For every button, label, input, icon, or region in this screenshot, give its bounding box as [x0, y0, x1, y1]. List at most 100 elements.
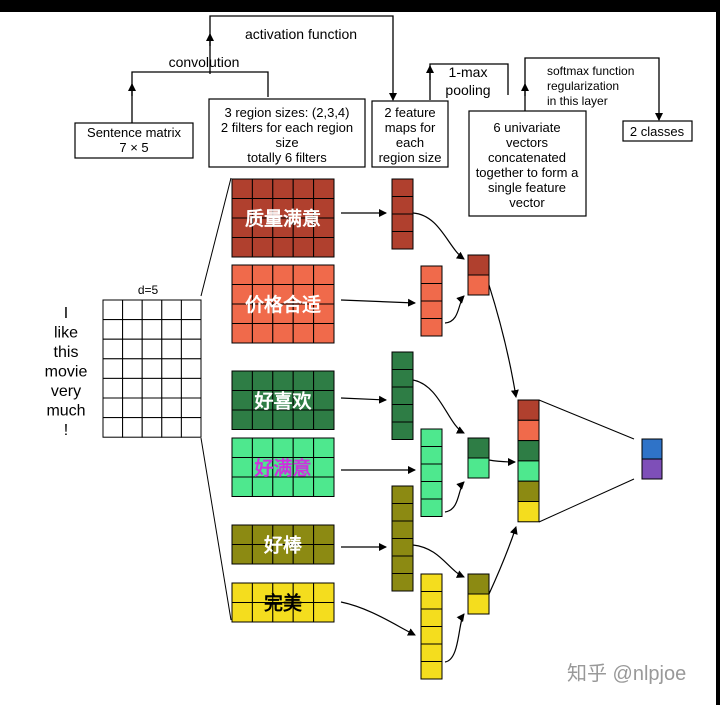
output-cell — [641, 458, 663, 480]
connector-arrow — [488, 284, 519, 398]
filter-fan-lines — [200, 177, 232, 621]
concat-cell — [517, 399, 540, 421]
filter-cell — [313, 437, 335, 458]
annotation-brackets — [128, 15, 663, 123]
pooled-cell — [467, 274, 490, 296]
filter-cell — [292, 237, 315, 258]
sentence-cell — [122, 417, 143, 438]
filter-label: 好满意 — [253, 456, 311, 479]
sentence-cell — [102, 397, 124, 419]
filter-cell — [231, 476, 253, 497]
right-border — [716, 0, 720, 705]
filter-cell — [292, 476, 315, 497]
feature-maps — [391, 178, 443, 680]
connector-arrow — [488, 526, 518, 595]
sentence-cell — [161, 358, 182, 379]
sentence-cell — [180, 397, 202, 419]
sentence-matrix-box — [74, 122, 194, 159]
filter-cell — [231, 582, 253, 603]
dim-label: d=5 — [138, 283, 159, 297]
sentence-cell — [161, 319, 182, 340]
concat-cell — [517, 440, 540, 462]
feature-map-cell — [391, 520, 414, 539]
feature-map-cell — [391, 503, 414, 522]
feature-map-cell — [391, 404, 414, 423]
region-sizes-box-text: 3 region sizes: (2,3,4)2 filters for eac… — [221, 105, 353, 165]
pooled-cell — [467, 254, 490, 276]
feature-map-cell — [391, 178, 414, 197]
feature-map-cell — [420, 446, 443, 465]
filter-cell — [272, 264, 294, 285]
filter-cell — [231, 264, 253, 285]
filter-cell — [272, 237, 294, 258]
sentence-cell — [180, 299, 202, 321]
feature-map-1 — [391, 178, 414, 250]
sentence-cell — [161, 397, 182, 419]
sentence-cell — [102, 377, 124, 399]
filter-6: 完美 — [231, 582, 335, 623]
pooled-pair-2 — [467, 437, 490, 479]
output-fan-line — [538, 399, 635, 440]
feature-map-cell — [391, 196, 414, 215]
filter-cell — [251, 178, 274, 199]
feature-map-cell — [391, 369, 414, 388]
filter-cell — [292, 437, 315, 458]
connector-arrow — [340, 601, 416, 636]
feature-map-cell — [420, 573, 443, 592]
sentence-cell — [180, 319, 202, 340]
connector-arrow — [412, 212, 465, 260]
feature-map-3 — [391, 351, 414, 440]
feature-map-cell — [420, 300, 443, 319]
concat-cell — [517, 480, 540, 503]
feature-map-cell — [420, 626, 443, 645]
filter-cell — [231, 544, 253, 565]
filter-cell — [313, 409, 335, 430]
filter-cell — [292, 264, 315, 285]
filter-cell — [313, 524, 335, 545]
filter-cell — [231, 409, 253, 430]
sentence-cell — [180, 377, 202, 399]
univariate-box — [468, 110, 587, 217]
filter-cell — [272, 323, 294, 344]
feature-map-cell — [420, 661, 443, 680]
filter-cell — [251, 323, 274, 344]
filter-cell — [313, 237, 335, 258]
filter-cell — [313, 457, 335, 478]
feature-map-cell — [420, 498, 443, 517]
feature-map-cell — [420, 481, 443, 500]
feature-map-cell — [391, 555, 414, 574]
sentence-cell — [122, 358, 143, 379]
filter-cell — [231, 457, 253, 478]
region-sizes-box — [208, 98, 366, 168]
filter-cell — [251, 370, 274, 391]
sentence-cell — [102, 338, 124, 360]
connector-arrow — [444, 613, 465, 663]
filter-cell — [231, 323, 253, 344]
pooled-vectors — [467, 254, 490, 615]
filter-label: 完美 — [264, 592, 303, 615]
sentence-cell — [102, 319, 124, 340]
connector-arrow — [412, 379, 465, 434]
output-cell — [641, 438, 663, 460]
pooled-cell — [467, 457, 490, 479]
sentence-word: much — [46, 403, 85, 420]
feature-map-cell — [391, 573, 414, 592]
feature-map-cell — [391, 538, 414, 557]
connector-arrow — [412, 544, 465, 578]
sentence-cell — [141, 338, 163, 360]
filter-cell — [231, 437, 253, 458]
output-fan-line — [538, 478, 635, 523]
classes-box-text: 2 classes — [630, 124, 685, 139]
top-border — [0, 0, 720, 12]
feature-map-cell — [391, 351, 414, 370]
filter-cell — [272, 409, 294, 430]
filter-cell — [251, 264, 274, 285]
connector-arrow — [488, 457, 516, 466]
feature-map-cell — [420, 463, 443, 482]
filter-label: 好棒 — [263, 534, 303, 557]
sentence-cell — [161, 417, 182, 438]
